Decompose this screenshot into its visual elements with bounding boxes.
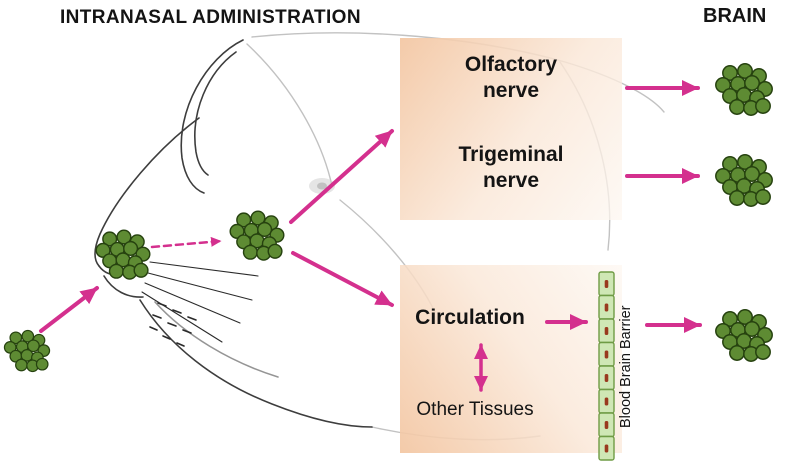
other-tissues-label: Other Tissues xyxy=(416,399,534,420)
blood-brain-barrier-label: Blood Brain Barrier xyxy=(618,305,634,429)
bbb-cell-nuclei xyxy=(604,280,609,453)
transport-arrows xyxy=(39,80,702,392)
neural-pathway-box xyxy=(400,38,622,220)
trigeminal-nerve-label: Trigeminal nerve xyxy=(458,143,564,192)
rat-whisker-dots xyxy=(149,302,197,347)
arrow-to-nerve-pathways xyxy=(289,129,394,224)
systemic-pathway-box xyxy=(400,265,622,453)
nanoparticle-cluster-brain-olfactory xyxy=(715,63,773,116)
nanoparticle-cluster-dose xyxy=(3,329,51,373)
arrow-nasal-transit-dashed xyxy=(150,236,223,249)
rat-head-outline xyxy=(94,39,373,428)
olfactory-nerve-label: Olfactory nerve xyxy=(464,53,558,102)
arrow-to-circulation xyxy=(291,251,394,307)
rat-whiskers xyxy=(141,261,259,343)
nanoparticle-cluster-brain-circulation xyxy=(715,309,773,362)
figure-title: INTRANASAL ADMINISTRATION xyxy=(60,7,361,28)
arrow-dose-to-nose xyxy=(39,286,99,333)
brain-label: BRAIN xyxy=(703,5,767,27)
circulation-label: Circulation xyxy=(415,306,525,329)
nanoparticle-cluster-nose xyxy=(95,229,151,280)
nanoparticle-cluster-nasal-cavity xyxy=(229,210,285,261)
nanoparticle-cluster-brain-trigeminal xyxy=(715,154,773,207)
blood-brain-barrier-cells xyxy=(598,271,615,461)
